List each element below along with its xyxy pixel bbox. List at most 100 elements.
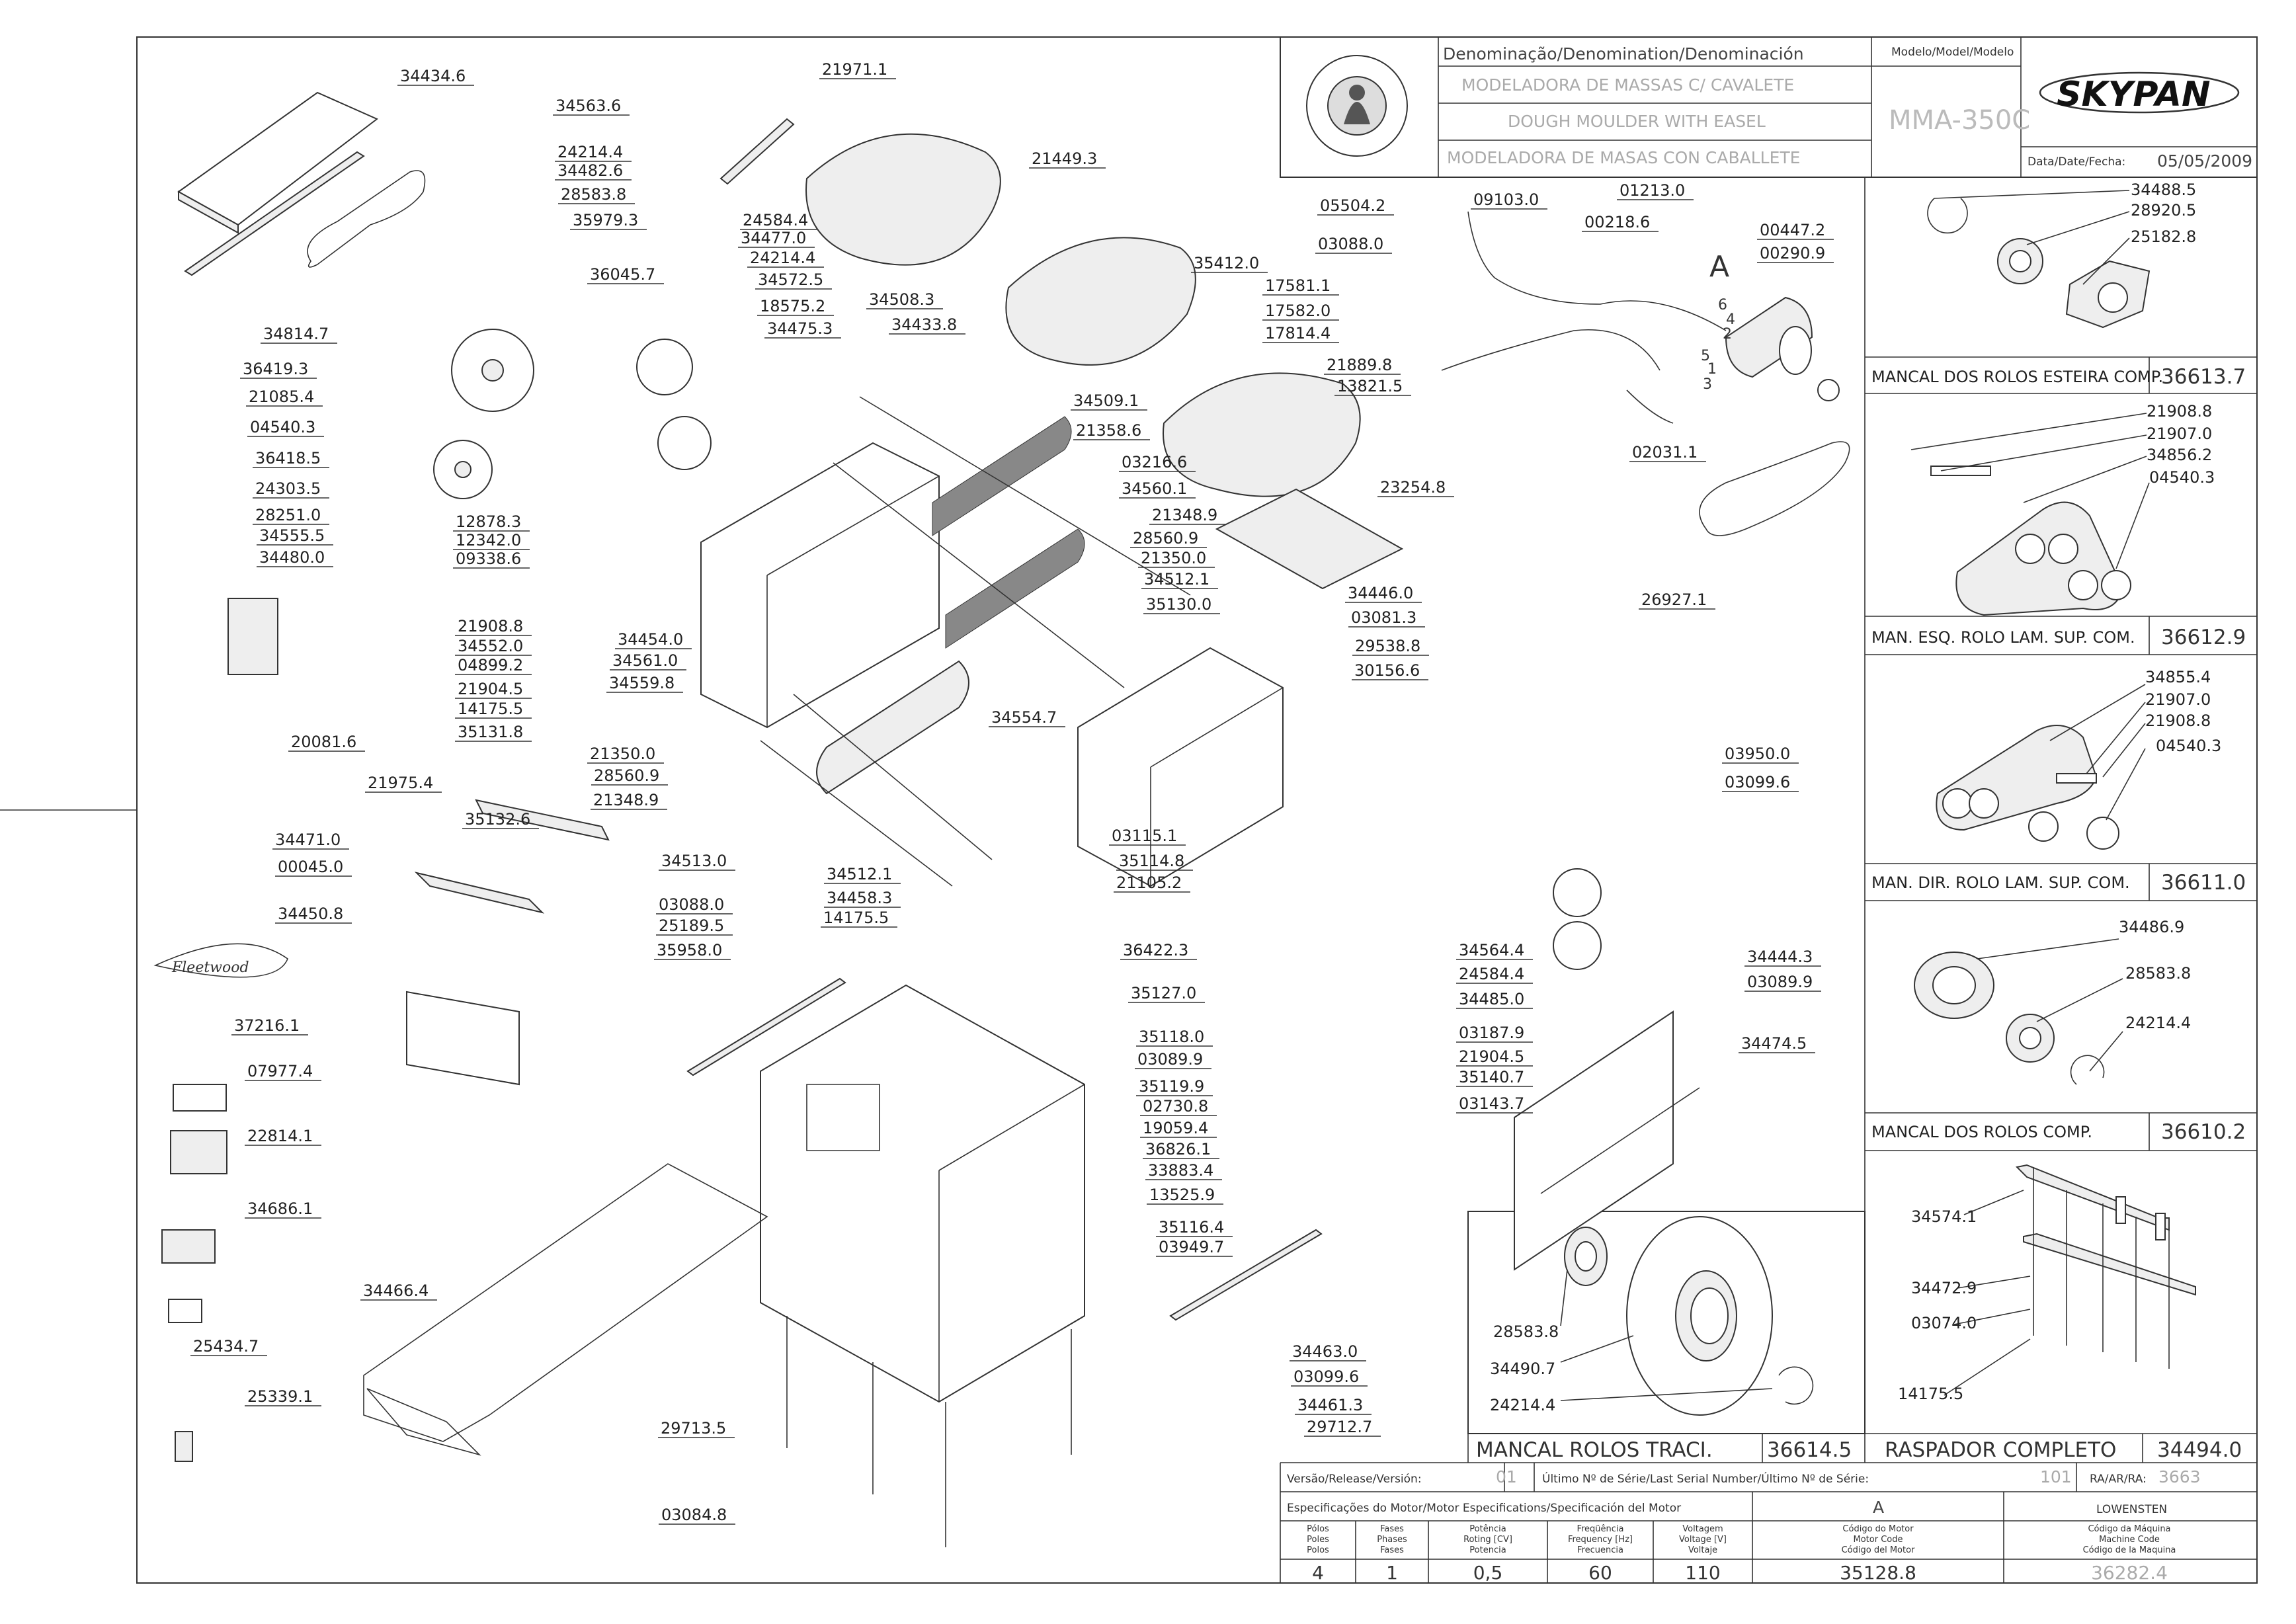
brand-logo: SKYPAN [2039, 71, 2240, 114]
part-number-label: 01213.0 [1620, 181, 1685, 200]
svg-text:Fases: Fases [1380, 1545, 1404, 1555]
part-number-label: 03949.7 [1159, 1238, 1224, 1256]
part-number-label: 21449.3 [1032, 149, 1097, 168]
assembly-title-a4: MANCAL DOS ROLOS COMP. [1871, 1123, 2092, 1141]
fleetwood-badge: Fleetwood [153, 943, 288, 978]
part-number-label: 36418.5 [255, 449, 321, 467]
part-number-label: 34471.0 [275, 831, 341, 849]
part-callouts: 34434.634563.621971.121449.324214.434482… [190, 60, 1834, 1525]
part-number-label: 29538.8 [1355, 637, 1420, 655]
part-number-label: 34508.3 [869, 290, 934, 309]
part-label: 28920.5 [2131, 201, 2196, 220]
svg-text:Código de la Maquina: Código de la Maquina [2083, 1545, 2176, 1555]
part-number-label: 34572.5 [758, 270, 823, 289]
part-number-label: 02730.8 [1143, 1097, 1208, 1116]
part-number-label: 34477.0 [741, 229, 806, 247]
part-number-label: 34512.1 [827, 865, 892, 883]
part-number-label: 34475.3 [767, 319, 833, 338]
date-value: 05/05/2009 [2157, 151, 2252, 171]
assembly-title-a1: MANCAL DOS ROLOS ESTEIRA COMP. [1871, 368, 2163, 386]
part-label: 34856.2 [2147, 446, 2212, 464]
part-number-label: 34560.1 [1122, 479, 1187, 498]
spec-poles: 4 [1312, 1562, 1324, 1584]
assembly-title-a2: MAN. ESQ. ROLO LAM. SUP. COM. [1871, 628, 2135, 647]
title-block: Denominação/Denomination/Denominación MO… [1280, 36, 2258, 178]
part-number-label: 29712.7 [1307, 1418, 1372, 1436]
part-label: 21907.0 [2145, 690, 2211, 709]
svg-text:Fases: Fases [1380, 1524, 1404, 1534]
svg-text:3: 3 [1703, 376, 1712, 393]
part-number-label: 03088.0 [659, 895, 724, 914]
part-number-label: 29713.5 [661, 1419, 726, 1438]
svg-text:Poles: Poles [1307, 1535, 1329, 1545]
svg-text:Phases: Phases [1377, 1535, 1407, 1545]
part-number-label: 34561.0 [612, 651, 678, 670]
svg-text:5: 5 [1701, 348, 1710, 364]
spec-voltage: 110 [1685, 1562, 1720, 1584]
part-number-label: 34466.4 [363, 1281, 429, 1300]
part-number-label: 09338.6 [456, 549, 521, 568]
assembly-code-a1: 36613.7 [2161, 365, 2246, 389]
part-number-label: 21350.0 [1141, 549, 1206, 567]
part-number-label: 26927.1 [1641, 590, 1707, 609]
part-label: 24214.4 [1490, 1396, 1555, 1414]
part-number-label: 34434.6 [400, 67, 466, 85]
part-number-label: 19059.4 [1143, 1119, 1208, 1137]
part-number-label: 35116.4 [1159, 1218, 1224, 1237]
part-number-label: 34482.6 [557, 161, 623, 180]
part-label: 25182.8 [2131, 227, 2196, 246]
svg-text:2: 2 [1723, 326, 1732, 343]
assembly-code-a5: 34494.0 [2157, 1438, 2242, 1462]
svg-text:Roting [CV]: Roting [CV] [1463, 1535, 1512, 1545]
part-number-label: 20081.6 [291, 733, 356, 751]
part-number-label: 34461.3 [1297, 1396, 1363, 1414]
part-number-label: 25189.5 [659, 916, 724, 935]
assembly-code-a6: 36614.5 [1767, 1438, 1852, 1462]
part-number-label: 34446.0 [1348, 584, 1413, 602]
svg-text:Voltaje: Voltaje [1688, 1545, 1717, 1555]
svg-text:Potencia: Potencia [1469, 1545, 1506, 1555]
part-number-label: 21908.8 [458, 617, 523, 635]
serial-value: 101 [2040, 1467, 2072, 1486]
part-number-label: 03950.0 [1725, 745, 1790, 763]
spec-power: 0,5 [1473, 1562, 1503, 1584]
part-number-label: 03084.8 [661, 1506, 727, 1524]
part-number-label: 23254.8 [1380, 478, 1446, 497]
part-number-label: 12342.0 [456, 531, 521, 549]
part-number-label: 34554.7 [991, 708, 1057, 727]
part-number-label: 35979.3 [573, 211, 638, 229]
part-number-label: 21889.8 [1327, 356, 1392, 374]
part-number-label: 35127.0 [1131, 984, 1196, 1002]
part-number-label: 21971.1 [822, 60, 887, 79]
version-value: 01 [1496, 1467, 1517, 1486]
part-number-label: 35131.8 [458, 723, 523, 741]
main-exploded-view: Fleetwood [153, 91, 1850, 1547]
part-number-label: 12878.3 [456, 512, 521, 531]
part-number-label: 00218.6 [1584, 213, 1650, 231]
part-label: 21908.8 [2147, 402, 2212, 421]
part-number-label: 03089.9 [1747, 973, 1813, 991]
part-number-label: 35140.7 [1459, 1068, 1524, 1086]
right-assemblies-panel: 34488.5 28920.5 25182.8 MANCAL DOS ROLOS… [1864, 177, 2257, 1403]
part-number-label: 34564.4 [1459, 941, 1524, 959]
part-number-label: 03216.6 [1122, 453, 1187, 471]
motor-col-b: LOWENSTEN [2096, 1503, 2167, 1516]
spec-motor-code: 35128.8 [1840, 1562, 1916, 1584]
part-number-label: 03143.7 [1459, 1094, 1524, 1113]
svg-text:Frecuencia: Frecuencia [1577, 1545, 1623, 1555]
part-number-label: 17581.1 [1265, 276, 1331, 295]
part-number-label: 03089.9 [1137, 1050, 1203, 1069]
part-number-label: 35132.6 [465, 810, 530, 829]
part-number-label: 34555.5 [259, 526, 325, 545]
part-number-label: 33883.4 [1148, 1161, 1213, 1180]
part-number-label: 24584.4 [1459, 965, 1524, 983]
part-label: 28583.8 [2125, 964, 2191, 983]
part-label: 14175.5 [1898, 1385, 1963, 1403]
part-number-label: 03099.6 [1293, 1367, 1359, 1386]
part-number-label: 35119.9 [1139, 1077, 1204, 1096]
part-number-label: 34686.1 [247, 1199, 313, 1218]
part-number-label: 34509.1 [1073, 391, 1139, 410]
part-number-label: 17814.4 [1265, 324, 1331, 343]
part-number-label: 34458.3 [827, 889, 892, 907]
svg-text:Código del Motor: Código del Motor [1842, 1545, 1915, 1555]
